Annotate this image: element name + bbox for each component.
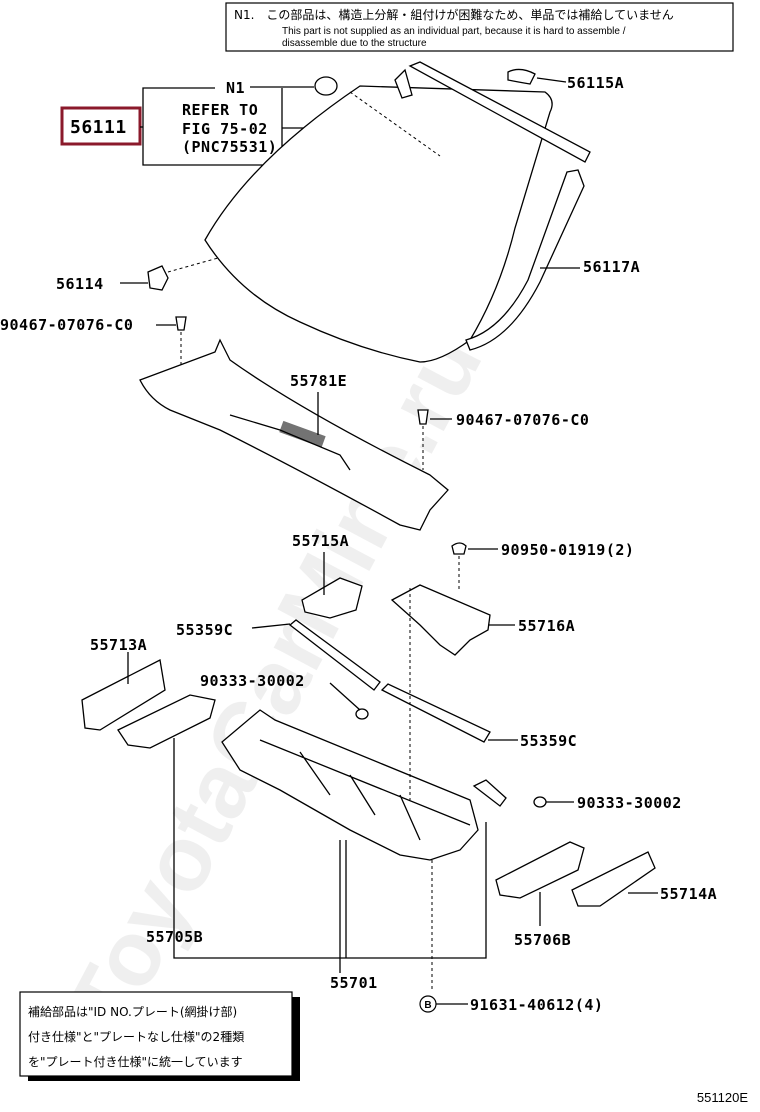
cowl-end-pad	[472, 779, 507, 807]
bracket-55714a	[571, 851, 656, 907]
leader-55359c-upper	[251, 623, 291, 629]
part-55716A[interactable]: 55716A	[518, 617, 575, 635]
part-55715A[interactable]: 55715A	[292, 532, 349, 550]
cowl-ribs	[259, 739, 471, 841]
clip-90467-left	[175, 316, 187, 331]
part-90333-left[interactable]: 90333-30002	[200, 672, 305, 690]
top-note-jp: N1. この部品は、構造上分解・組付けが困難なため、単品では補給していません	[234, 7, 674, 22]
refer-line3: (PNC75531)	[182, 138, 277, 156]
top-note-box	[225, 2, 734, 52]
cowl-grille	[279, 420, 326, 448]
leader-56115a	[536, 77, 567, 83]
part-55706B[interactable]: 55706B	[514, 931, 571, 949]
seal-55359c-lower	[380, 683, 491, 743]
refer-bracket	[142, 87, 283, 166]
bracket-55705b-left	[117, 694, 216, 749]
top-note-en-2: disassemble due to the structure	[282, 38, 427, 49]
leader-90333-left	[329, 682, 361, 711]
part-55781E[interactable]: 55781E	[290, 372, 347, 390]
clip-56114	[147, 265, 169, 291]
top-note-en-1: This part is not supplied as an individu…	[282, 26, 626, 37]
part-55701[interactable]: 55701	[330, 974, 378, 992]
moulding-upper	[408, 61, 591, 163]
part-91631[interactable]: 91631-40612(4)	[470, 996, 603, 1014]
figure-code: 551120E	[697, 1090, 748, 1105]
plug-90333-left	[355, 708, 369, 720]
bracket-55716a	[390, 584, 491, 656]
part-55714A[interactable]: 55714A	[660, 885, 717, 903]
part-90467-right[interactable]: 90467-07076-C0	[456, 411, 589, 429]
part-90467-left[interactable]: 90467-07076-C0	[0, 316, 133, 334]
plug-90333-right	[533, 796, 547, 808]
note-n1: N1	[226, 79, 245, 97]
part-90950[interactable]: 90950-01919(2)	[501, 541, 634, 559]
bracket-55715a	[301, 577, 363, 619]
bolt-symbol-letter: B	[424, 1000, 431, 1011]
grommet-90950	[451, 542, 467, 555]
part-56114[interactable]: 56114	[56, 275, 104, 293]
clip-90467-right	[417, 409, 429, 425]
moulding-clip	[394, 68, 413, 99]
moulding-side	[465, 169, 585, 351]
refer-line2: FIG 75-02	[182, 120, 268, 138]
part-55713A[interactable]: 55713A	[90, 636, 147, 654]
cowl-panel-55701	[221, 709, 479, 861]
bracket-55706b	[495, 841, 585, 899]
part-90333-right[interactable]: 90333-30002	[577, 794, 682, 812]
brace-55705b-55706b	[173, 738, 487, 959]
highlight-box	[60, 106, 142, 146]
dash-56114	[167, 257, 219, 273]
bottom-note-2: 付き仕様"と"プレートなし仕様"の2種類	[28, 1030, 244, 1044]
part-56115A[interactable]: 56115A	[567, 74, 624, 92]
bottom-note-1: 補給部品は"ID NO.プレート(網掛け部)	[28, 1004, 237, 1019]
refer-line1: REFER TO	[182, 101, 258, 119]
seal-55359c-upper	[288, 619, 381, 691]
part-55359C-upper[interactable]: 55359C	[176, 621, 233, 639]
glass-dash	[349, 91, 441, 157]
clip-56115a	[507, 68, 536, 85]
bottom-note-box	[19, 991, 293, 1077]
cap-n1	[314, 76, 338, 96]
bottom-note-3: を"プレート付き仕様"に統一しています	[28, 1055, 243, 1069]
part-55705B[interactable]: 55705B	[146, 928, 203, 946]
part-56111[interactable]: 56111	[70, 117, 127, 138]
windshield-glass	[204, 85, 553, 363]
part-56117A[interactable]: 56117A	[583, 258, 640, 276]
bracket-55713a	[81, 659, 166, 731]
part-55359C-lower[interactable]: 55359C	[520, 732, 577, 750]
